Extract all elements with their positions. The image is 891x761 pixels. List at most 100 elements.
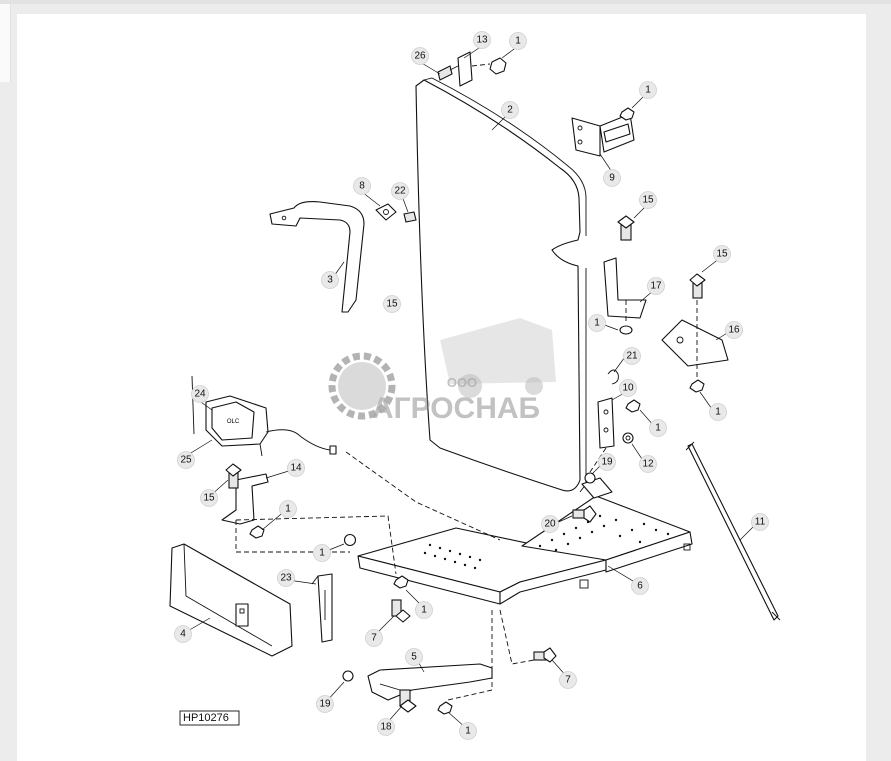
fasteners — [342, 472, 597, 715]
callout: 18 — [377, 718, 395, 736]
callout: 1 — [639, 81, 657, 99]
part-side-panel — [415, 77, 587, 493]
part-bracket-23 — [311, 573, 333, 643]
part-plate-16 — [661, 273, 729, 393]
svg-text:11: 11 — [755, 517, 766, 528]
callout: 14 — [287, 459, 305, 477]
part-platform — [357, 477, 693, 605]
svg-text:20: 20 — [544, 519, 556, 530]
drawing-code-label: HP10276 — [179, 710, 240, 726]
callout: 6 — [631, 577, 649, 595]
svg-text:13: 13 — [476, 35, 488, 46]
callout: 1 — [415, 601, 433, 619]
svg-text:15: 15 — [386, 299, 398, 310]
svg-text:1: 1 — [421, 605, 427, 616]
part-lower-bracket-5 — [367, 663, 493, 701]
svg-text:1: 1 — [655, 423, 661, 434]
assembly-lines — [235, 300, 698, 701]
callout: 1 — [588, 314, 606, 332]
top-strip — [0, 0, 891, 4]
callout: 4 — [174, 625, 192, 643]
svg-text:15: 15 — [203, 493, 215, 504]
callout: 1 — [459, 722, 477, 740]
svg-text:14: 14 — [290, 463, 302, 474]
svg-text:26: 26 — [414, 51, 426, 62]
part-bracket-10 — [597, 369, 641, 449]
watermark-name: АГРОСНАБ — [372, 392, 540, 425]
part-top-bracket — [437, 51, 507, 87]
callout: 19 — [316, 695, 334, 713]
svg-text:3: 3 — [327, 275, 333, 286]
harvester-icon — [440, 318, 556, 398]
part-screw-22 — [403, 211, 417, 223]
callout: 26 — [411, 47, 429, 65]
part-bracket-14 — [221, 463, 269, 539]
callout: 13 — [473, 31, 491, 49]
callout: 8 — [353, 177, 371, 195]
gear-icon — [328, 352, 396, 420]
part-bracket-9 — [571, 107, 635, 157]
callout: 21 — [623, 347, 641, 365]
svg-text:1: 1 — [515, 36, 521, 47]
svg-text:19: 19 — [319, 699, 331, 710]
watermark: ООО АГРОСНАБ — [328, 318, 556, 425]
svg-text:15: 15 — [716, 249, 728, 260]
svg-text:6: 6 — [637, 581, 643, 592]
svg-text:18: 18 — [380, 722, 392, 733]
svg-text:7: 7 — [371, 633, 377, 644]
callout: 7 — [365, 629, 383, 647]
callout: 1 — [709, 403, 727, 421]
svg-text:OLC: OLC — [227, 419, 240, 425]
callout: 15 — [383, 295, 401, 313]
callout: 22 — [391, 182, 409, 200]
svg-text:22: 22 — [394, 186, 406, 197]
svg-text:4: 4 — [180, 629, 186, 640]
part-handrail — [269, 201, 365, 313]
svg-text:23: 23 — [280, 573, 292, 584]
svg-text:1: 1 — [465, 726, 471, 737]
callout: 20 — [541, 515, 559, 533]
svg-text:1: 1 — [285, 504, 291, 515]
callout: 3 — [321, 271, 339, 289]
callout: 1 — [279, 500, 297, 518]
callout: 24 — [191, 385, 209, 403]
svg-text:19: 19 — [601, 457, 613, 468]
callout: 11 — [751, 513, 769, 531]
callout: 9 — [603, 169, 621, 187]
part-work-light: OLC — [191, 375, 337, 457]
callout: 15 — [639, 191, 657, 209]
callout: 1 — [509, 32, 527, 50]
svg-text:5: 5 — [411, 652, 417, 663]
svg-text:2: 2 — [507, 105, 513, 116]
callout: 12 — [639, 455, 657, 473]
callout: 15 — [200, 489, 218, 507]
parts-diagram: OLC — [169, 31, 781, 740]
callout: 10 — [619, 379, 637, 397]
svg-text:1: 1 — [594, 318, 600, 329]
part-bracket-17 — [603, 215, 647, 335]
svg-text:1: 1 — [645, 85, 651, 96]
svg-text:24: 24 — [194, 389, 206, 400]
part-step-cover-4 — [169, 543, 293, 657]
callout: 1 — [649, 419, 667, 437]
svg-text:10: 10 — [622, 383, 634, 394]
callout: 1 — [313, 544, 331, 562]
svg-text:7: 7 — [565, 675, 571, 686]
callout: 2 — [501, 101, 519, 119]
callout: 5 — [405, 648, 423, 666]
svg-text:16: 16 — [728, 325, 740, 336]
svg-text:1: 1 — [715, 407, 721, 418]
callout: 23 — [277, 569, 295, 587]
svg-text:HP10276: HP10276 — [183, 712, 229, 724]
svg-text:9: 9 — [609, 173, 615, 184]
callout: 16 — [725, 321, 743, 339]
svg-text:25: 25 — [180, 455, 192, 466]
callout: 19 — [598, 453, 616, 471]
svg-text:17: 17 — [650, 281, 662, 292]
svg-text:21: 21 — [626, 351, 638, 362]
svg-text:12: 12 — [642, 459, 654, 470]
svg-text:1: 1 — [319, 548, 325, 559]
callout: 25 — [177, 451, 195, 469]
part-rod-11 — [685, 441, 781, 621]
callout: 7 — [559, 671, 577, 689]
